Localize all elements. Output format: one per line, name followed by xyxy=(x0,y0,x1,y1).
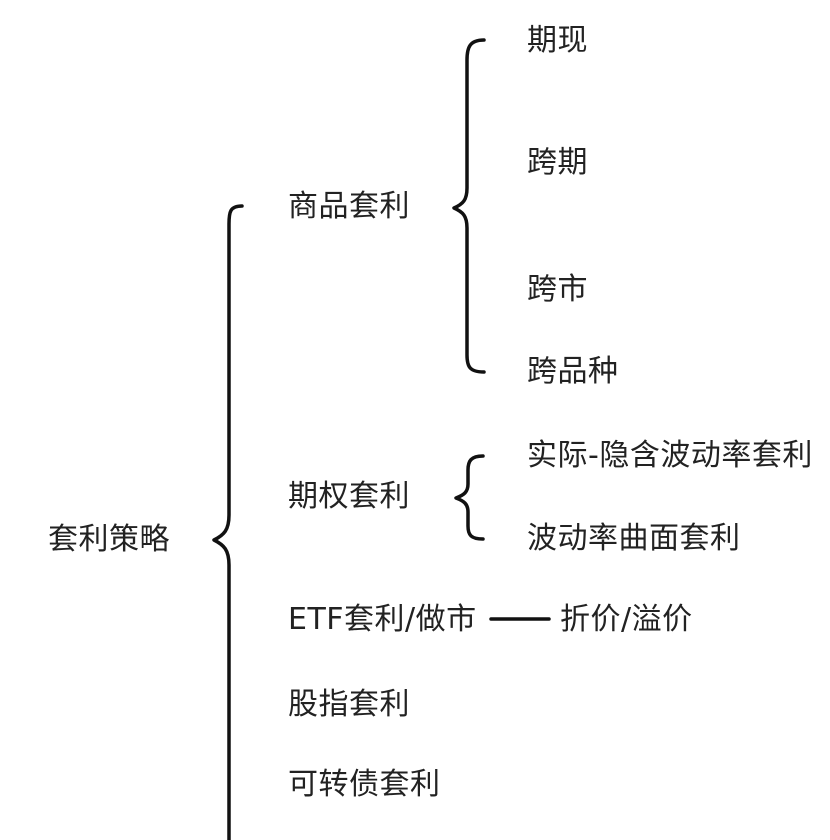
leaf-realized-implied-vol: 实际-隐含波动率套利 xyxy=(527,438,813,473)
root-node: 套利策略 xyxy=(48,522,170,557)
root-brace xyxy=(212,204,244,840)
options-brace xyxy=(454,454,485,541)
leaf-inter-period: 跨期 xyxy=(527,145,588,180)
category-commodity-arbitrage: 商品套利 xyxy=(288,189,410,224)
leaf-inter-commodity: 跨品种 xyxy=(527,354,619,389)
category-options-arbitrage: 期权套利 xyxy=(288,479,410,514)
category-convertible-arbitrage: 可转债套利 xyxy=(288,767,441,802)
category-index-arbitrage: 股指套利 xyxy=(288,687,410,722)
category-etf-market-making: ETF套利/做市 xyxy=(288,602,477,637)
leaf-spot-futures: 期现 xyxy=(527,23,588,58)
leaf-inter-market: 跨市 xyxy=(527,272,588,307)
commodity-brace xyxy=(452,38,486,374)
leaf-vol-surface: 波动率曲面套利 xyxy=(527,521,741,556)
leaf-discount-premium: 折价/溢价 xyxy=(560,602,693,637)
